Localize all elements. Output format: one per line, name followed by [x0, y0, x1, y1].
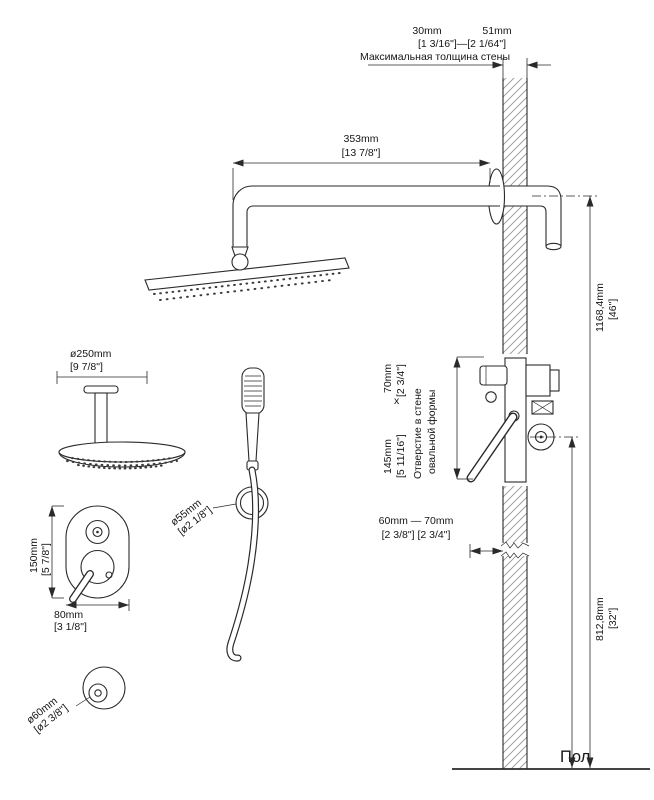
- round-head-dia-mm: ø250mm: [70, 348, 112, 360]
- round-head-nozzles-row1: [71, 457, 173, 463]
- panel-width-mm: 80mm: [54, 609, 83, 621]
- hole-height-mm: 145mm: [382, 439, 394, 474]
- hand-shower-leader: [212, 503, 237, 509]
- upper-height-mm: 1168,4mm: [594, 283, 606, 332]
- round-head-nozzles-row3: [77, 464, 167, 470]
- diverter-knob: [85, 519, 110, 545]
- floor-label: Пол: [560, 748, 590, 766]
- valve-rear-port: [525, 364, 551, 397]
- mixer-trim-panel: [65, 505, 130, 603]
- valve-depth-in: [2 3/8"] [2 3/4"]: [382, 529, 451, 541]
- wall-thickness-min: 30mm: [412, 25, 441, 37]
- valve-screw: [485, 391, 497, 403]
- wall-thickness-max: 51mm: [482, 25, 511, 37]
- hand-shower-spray-face: [244, 375, 262, 407]
- valve-depth-dimension: 60mm — 70mm [2 3/8"] [2 3/4"]: [379, 515, 503, 558]
- round-shower-head: [58, 385, 186, 470]
- panel-height-dimension: 150mm [5 7/8"]: [28, 505, 64, 599]
- supply-pipe-elbow: [503, 185, 562, 251]
- hole-note-line1: Отверстие в стене: [412, 388, 424, 479]
- lower-height-mm: 812,8mm: [594, 597, 606, 641]
- outlet-connector: [88, 683, 108, 703]
- hole-width-mm: 70mm: [382, 364, 394, 393]
- valve-depth-mm: 60mm — 70mm: [379, 515, 454, 527]
- hole-dim-separator: x: [394, 395, 400, 407]
- arm-length-dimension: 353mm [13 7/8"]: [232, 133, 491, 200]
- hole-width-in: [2 3/4"]: [395, 364, 407, 397]
- floor: Пол: [452, 748, 650, 770]
- upper-height-dimension: 1168,4mm [46"]: [532, 195, 619, 768]
- wall-outlet: ø60mm [ø2 3/8"]: [24, 666, 126, 736]
- round-head-dimension: ø250mm [9 7/8"]: [56, 348, 148, 384]
- wall-hatch-lower: [503, 551, 527, 769]
- round-head-dia-in: [9 7/8"]: [70, 361, 103, 373]
- pipe-open-end: [545, 242, 562, 251]
- lower-height-dimension: 812,8mm [32"]: [568, 437, 619, 768]
- lower-height-in: [32"]: [607, 608, 619, 629]
- panel-height-mm: 150mm: [28, 538, 40, 573]
- mixer-panel-plate: [65, 505, 130, 599]
- arm-length-mm: 353mm: [343, 133, 378, 145]
- mixer-knob: [80, 549, 115, 585]
- panel-height-in: [5 7/8"]: [40, 543, 52, 576]
- hole-note-line2: овальной формы: [426, 390, 438, 474]
- wall-break-gap: [500, 543, 530, 556]
- wall-break-line-bottom: [500, 551, 530, 559]
- panel-width-dimension: 80mm [3 1/8"]: [54, 599, 130, 633]
- hand-shower: ø55mm [ø2 1/8"]: [168, 367, 269, 662]
- round-head-nozzles-row2: [66, 460, 178, 467]
- shower-arm: [231, 185, 500, 257]
- wall-hole-dimension: 70mm [2 3/4"] x 145mm [5 11/16"] Отверст…: [382, 356, 484, 480]
- rain-head-nozzles-row1: [153, 272, 341, 295]
- arm-length-in: [13 7/8"]: [342, 147, 381, 159]
- hand-shower-handle: [245, 412, 260, 462]
- panel-width-in: [3 1/8"]: [54, 621, 87, 633]
- wall-thickness-dimension: 30mm 51mm [1 3/16"]—[2 1/64"] Максимальн…: [360, 25, 551, 80]
- rain-head-nozzles-row2: [159, 279, 333, 301]
- wall-thickness-range-in: [1 3/16"]—[2 1/64"]: [418, 38, 506, 50]
- outlet-leader: [75, 696, 91, 707]
- hole-height-in: [5 11/16"]: [395, 434, 407, 478]
- wall-break-line-top: [500, 541, 530, 549]
- round-head-flange: [83, 385, 119, 394]
- upper-height-in: [46"]: [607, 299, 619, 320]
- wall-thickness-caption: Максимальная толщина стены: [360, 51, 510, 63]
- valve-top-port: [479, 365, 508, 386]
- valve-body: [504, 357, 527, 483]
- rain-shower-head: [144, 257, 350, 301]
- in-wall-valve: [466, 354, 560, 486]
- rain-head-ball-joint: [231, 253, 249, 271]
- rain-head-panel: [144, 257, 350, 291]
